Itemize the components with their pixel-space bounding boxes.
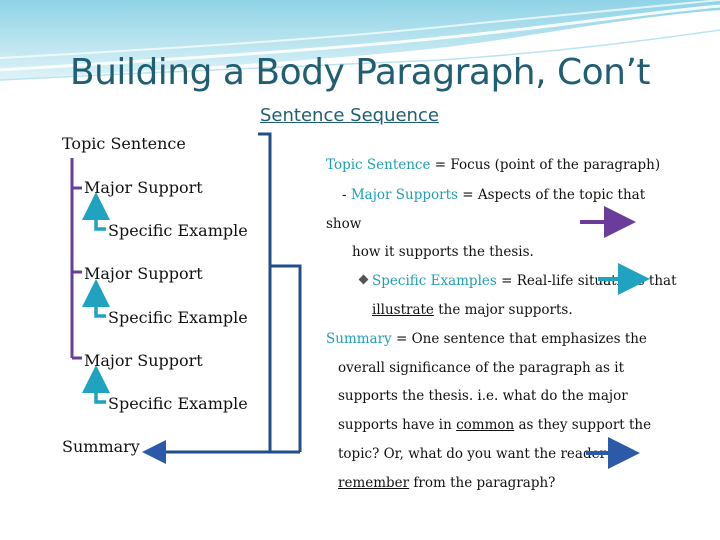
topic-sentence-term: Topic Sentence [326, 157, 431, 173]
major-supports-line-2: show [326, 216, 361, 232]
blue-bracket-left [258, 134, 270, 452]
major-support-label-1: Major Support [84, 178, 203, 197]
purple-sequence-line [72, 158, 82, 358]
page-title: Building a Body Paragraph, Con’t [0, 52, 720, 93]
specific-examples-line-2: illustrate the major supports. [372, 302, 573, 318]
topic-sentence-definition: Topic Sentence = Focus (point of the par… [326, 157, 660, 173]
summary-line-2: overall significance of the paragraph as… [338, 360, 624, 376]
teal-up-arrow-2 [96, 293, 106, 316]
major-support-label-2: Major Support [84, 264, 203, 283]
major-support-label-3: Major Support [84, 351, 203, 370]
summary-line-4: supports have in common as they support … [338, 417, 651, 433]
specific-examples-definition: Specific Examples = Real-life situations… [360, 273, 677, 289]
major-supports-line-3: how it supports the thesis. [352, 244, 534, 260]
specific-example-label-2: Specific Example [108, 308, 248, 327]
major-supports-term: Major Supports [351, 187, 458, 203]
teal-up-arrow-3 [96, 379, 106, 402]
summary-term: Summary [326, 331, 392, 347]
summary-line-5: topic? Or, what do you want the reader t… [338, 446, 624, 462]
topic-sentence-label: Topic Sentence [62, 134, 186, 153]
specific-example-label-1: Specific Example [108, 221, 248, 240]
diamond-bullet-icon [359, 275, 369, 285]
specific-example-label-3: Specific Example [108, 394, 248, 413]
teal-up-arrow-1 [96, 206, 106, 229]
summary-label: Summary [62, 437, 140, 456]
blue-bracket-right [270, 266, 300, 452]
summary-definition: Summary = One sentence that emphasizes t… [326, 331, 647, 347]
summary-line-6: remember from the paragraph? [338, 475, 555, 491]
specific-examples-term: Specific Examples [372, 273, 497, 289]
summary-line-3: supports the thesis. i.e. what do the ma… [338, 388, 628, 404]
major-supports-definition: - Major Supports = Aspects of the topic … [342, 187, 645, 203]
section-subtitle: Sentence Sequence [260, 105, 439, 126]
